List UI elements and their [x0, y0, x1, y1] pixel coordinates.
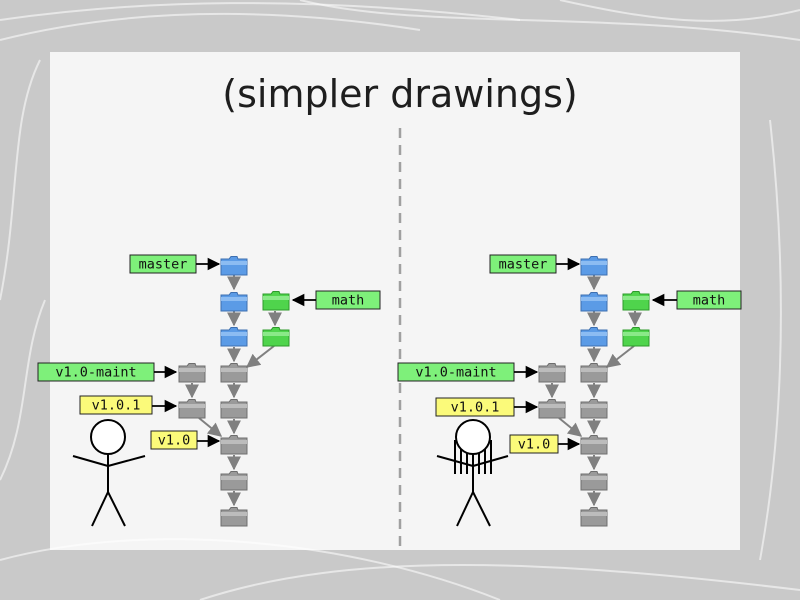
left-diagram: master math v1.0-maint v1.0.1 v1.0	[37, 254, 381, 527]
stick-figure-long-hair-icon	[436, 419, 509, 527]
branch-label-master: master	[129, 254, 197, 274]
commit-icon	[538, 363, 566, 383]
commit-icon	[178, 399, 206, 419]
tag-label-v101-text: v1.0.1	[451, 400, 500, 416]
commit-icon	[262, 327, 290, 347]
commit-icon	[178, 363, 206, 383]
tag-label-v10-text: v1.0	[158, 433, 191, 449]
tag-label-v101: v1.0.1	[435, 397, 515, 417]
right-diagram: master math v1.0-maint v1.0.1 v1.0	[397, 254, 742, 527]
branch-label-maint: v1.0-maint	[397, 362, 515, 382]
branch-label-math: math	[315, 290, 381, 310]
commit-icon	[220, 435, 248, 455]
commit-icon	[220, 363, 248, 383]
branch-label-master: master	[489, 254, 557, 274]
stick-figure-icon	[72, 419, 146, 527]
slide-title: (simpler drawings)	[222, 72, 578, 116]
tag-label-v10: v1.0	[509, 434, 559, 454]
tag-label-v101-text: v1.0.1	[92, 398, 141, 414]
commit-icon	[220, 399, 248, 419]
branch-label-maint: v1.0-maint	[37, 362, 155, 382]
commit-icon	[220, 256, 248, 276]
branch-label-master-text: master	[139, 257, 188, 273]
commit-icon	[622, 327, 650, 347]
commit-icon	[262, 291, 290, 311]
tag-label-v10-text: v1.0	[518, 437, 551, 453]
commit-icon	[580, 256, 608, 276]
branch-label-master-text: master	[499, 257, 548, 273]
commit-icon	[580, 435, 608, 455]
branch-label-maint-text: v1.0-maint	[415, 365, 496, 381]
commit-icon	[580, 292, 608, 312]
tag-label-v101: v1.0.1	[79, 395, 153, 415]
branch-label-maint-text: v1.0-maint	[55, 365, 136, 381]
commit-icon	[580, 363, 608, 383]
branch-label-math-text: math	[332, 293, 365, 309]
tag-label-v10: v1.0	[150, 430, 198, 450]
commit-icon	[580, 471, 608, 491]
commit-icon	[220, 292, 248, 312]
branch-label-math: math	[676, 290, 742, 310]
commit-icon	[580, 399, 608, 419]
commit-icon	[538, 399, 566, 419]
commit-icon	[220, 327, 248, 347]
commit-icon	[580, 507, 608, 527]
commit-icon	[622, 291, 650, 311]
branch-label-math-text: math	[693, 293, 726, 309]
commit-icon	[580, 327, 608, 347]
commit-icon	[220, 507, 248, 527]
commit-icon	[220, 471, 248, 491]
